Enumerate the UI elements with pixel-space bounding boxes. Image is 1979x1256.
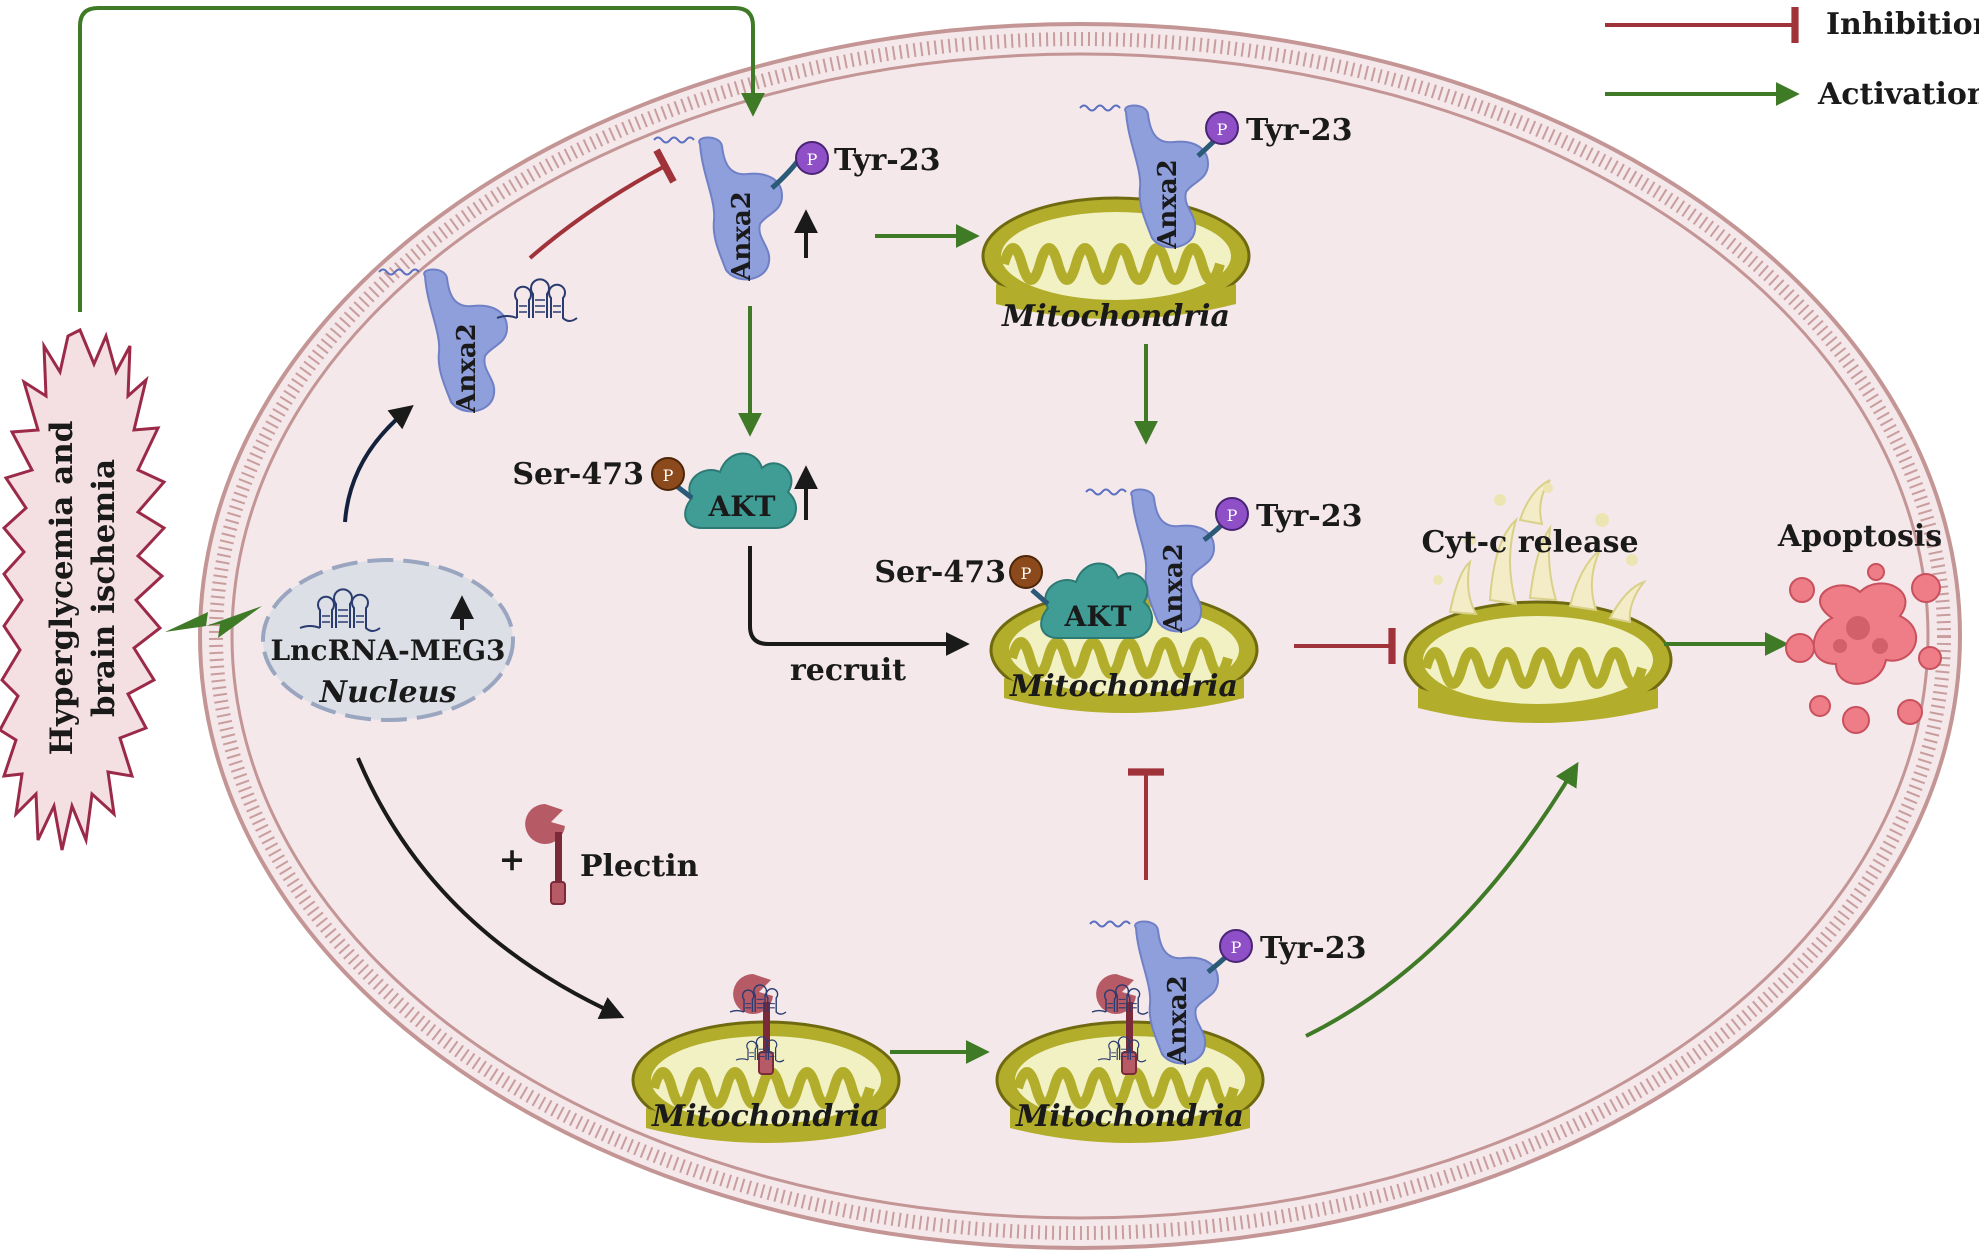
phosphate-icon xyxy=(1205,111,1239,145)
legend-activation-label: Activation xyxy=(1817,77,1979,112)
akt-free: AKT P Ser-473 xyxy=(512,452,798,529)
nucleus-label: Nucleus xyxy=(319,675,457,710)
nucleus-rna-label: LncRNA-MEG3 xyxy=(270,634,505,667)
arrow-recruit xyxy=(748,546,970,656)
phosphate-icon xyxy=(1219,929,1253,963)
akt-label: AKT xyxy=(708,490,776,523)
apoptosis-label: Apoptosis xyxy=(1777,519,1942,554)
mitochondria-label: Mitochondria xyxy=(651,1099,880,1134)
mitochondria-label: Mitochondria xyxy=(1001,299,1230,334)
anxa2-label: Anxa2 xyxy=(452,323,482,414)
legend-inhibition-label: Inhibition xyxy=(1826,7,1979,42)
legend: Inhibition Activation xyxy=(1605,7,1979,112)
arrow-bottom-to-cytc xyxy=(1305,761,1579,1038)
arrow-nucleus-to-mito-bottom xyxy=(356,757,625,1020)
phosphate-icon xyxy=(1215,497,1249,531)
akt-on-mito: AKT P Ser-473 xyxy=(874,555,1154,639)
plus-label: + xyxy=(499,840,526,878)
stimulus-line2: brain ischemia xyxy=(86,459,122,717)
apoptosis: Apoptosis xyxy=(1777,519,1942,734)
anxa2-on-mito-top: Anxa2 P Tyr-23 xyxy=(1079,104,1352,250)
phosphate-icon xyxy=(795,141,829,175)
legend-inhibition: Inhibition xyxy=(1605,7,1979,43)
phosphate-label: P xyxy=(1021,564,1032,583)
phosphate-icon xyxy=(1009,555,1043,589)
inhibit-complex-to-anxa2 xyxy=(528,148,677,260)
mitochondria-bottom-left: Mitochondria xyxy=(633,1022,899,1143)
tyr23-label: Tyr-23 xyxy=(1256,499,1362,534)
anxa2-on-mito-bottom: Anxa2 P Tyr-23 xyxy=(1089,920,1366,1066)
phosphate-label: P xyxy=(807,150,818,169)
phosphate-label: P xyxy=(663,466,674,485)
phosphate-label: P xyxy=(1217,120,1228,139)
mitochondria-middle: Mitochondria xyxy=(991,592,1257,713)
legend-activation: Activation xyxy=(1605,77,1979,112)
anxa2-label: Anxa2 xyxy=(1153,159,1183,250)
cytc-release-label: Cyt-c release xyxy=(1421,525,1638,560)
anxa2-on-mito-middle: Anxa2 P Tyr-23 xyxy=(1085,488,1362,634)
mitochondria-top: Mitochondria xyxy=(983,198,1249,334)
anxa2-label: Anxa2 xyxy=(1159,543,1189,634)
stimulus-starburst: Hyperglycemia and brain ischemia xyxy=(0,327,262,851)
plectin-legend: + Plectin xyxy=(499,803,699,905)
plectin-label: Plectin xyxy=(580,849,699,884)
arrow-nucleus-to-complex xyxy=(343,405,414,523)
recruit-label: recruit xyxy=(790,653,906,688)
tyr23-label: Tyr-23 xyxy=(834,143,940,178)
mitochondria-bottom-right: Mitochondria xyxy=(997,1022,1263,1143)
phosphate-icon xyxy=(651,457,685,491)
anxa2-label: Anxa2 xyxy=(727,191,757,282)
cytc-release: Cyt-c release xyxy=(1405,479,1671,723)
tyr23-label: Tyr-23 xyxy=(1260,931,1366,966)
stimulus-line1: Hyperglycemia and xyxy=(44,421,80,756)
mitochondria-label: Mitochondria xyxy=(1015,1099,1244,1134)
phosphate-label: P xyxy=(1227,506,1238,525)
anxa2-label: Anxa2 xyxy=(1163,975,1193,1066)
ser473-label: Ser-473 xyxy=(512,457,644,492)
anxa2-phospho-top: Anxa2 P Tyr-23 xyxy=(653,136,940,282)
tyr23-label: Tyr-23 xyxy=(1246,113,1352,148)
akt-label: AKT xyxy=(1064,600,1132,633)
arrow-stimulus-to-anxa2 xyxy=(78,6,765,312)
phosphate-label: P xyxy=(1231,938,1242,957)
nucleus: LncRNA-MEG3 Nucleus xyxy=(261,558,515,722)
mitochondria-label: Mitochondria xyxy=(1009,669,1238,704)
anxa2-meg3-complex: Anxa2 xyxy=(378,268,578,414)
ser473-label: Ser-473 xyxy=(874,555,1006,590)
